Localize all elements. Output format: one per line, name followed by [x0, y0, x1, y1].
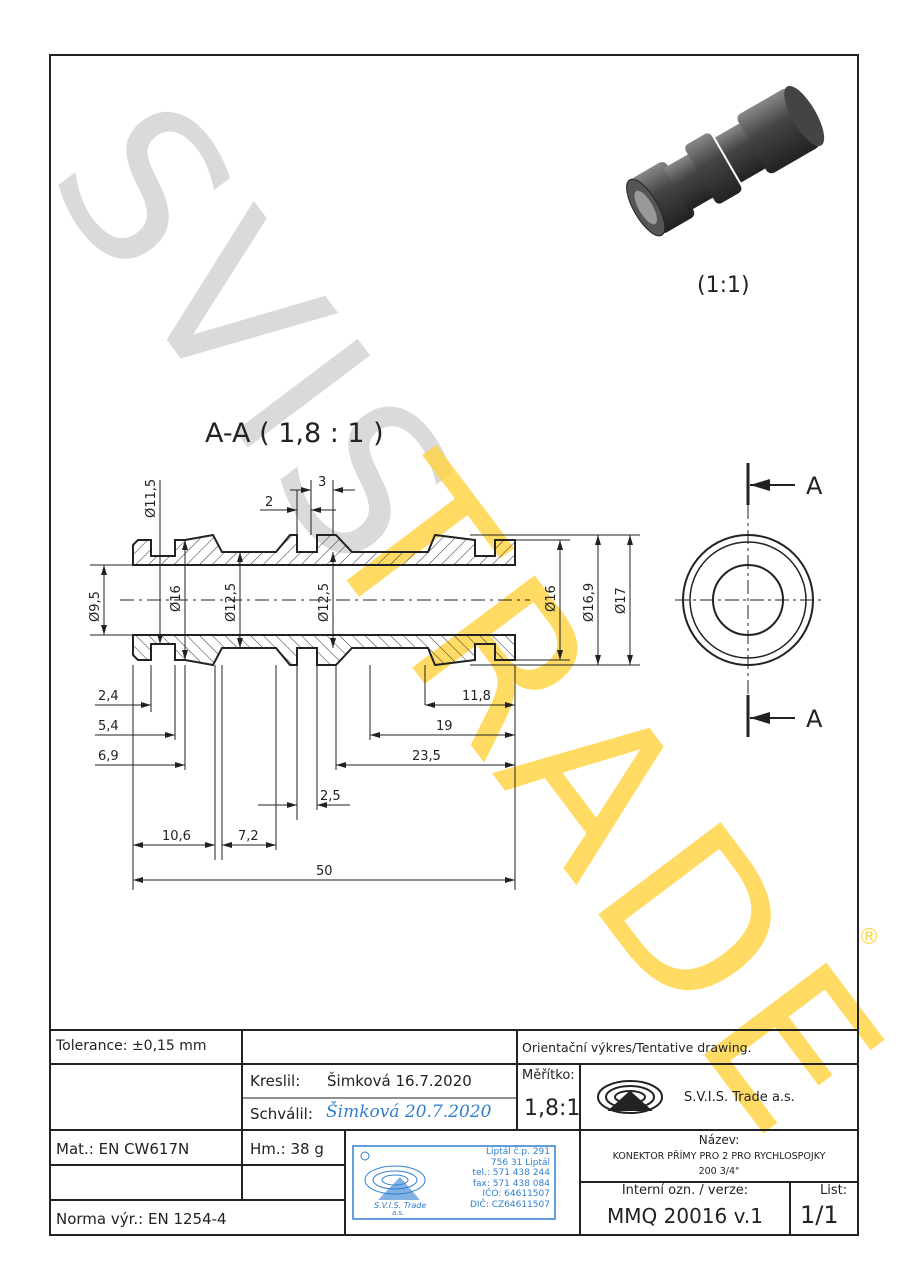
stamp-company-suffix: a.s.	[392, 1209, 405, 1217]
dim-d9-5: Ø9,5	[88, 591, 103, 622]
dim-l11-8: 11,8	[462, 689, 491, 704]
scale-value: 1,8:1	[524, 1096, 581, 1121]
stamp-company: S.V.I.S. Trade	[374, 1201, 427, 1210]
tolerance: Tolerance: ±0,15 mm	[56, 1038, 207, 1054]
internal-label: Interní ozn. / verze:	[621, 1183, 749, 1198]
dim-l5-4: 5,4	[98, 719, 119, 734]
render-scale-label: (1:1)	[697, 273, 750, 298]
title-block-grid	[50, 1029, 858, 1235]
dim-d16-right: Ø16	[544, 585, 559, 612]
length-dimensions	[95, 665, 516, 890]
name-label: Název:	[698, 1133, 740, 1147]
part-3d-render	[626, 85, 825, 237]
scale-label: Měřítko:	[522, 1068, 575, 1083]
company-name: S.V.I.S. Trade a.s.	[684, 1090, 795, 1105]
end-view	[675, 463, 822, 737]
dim-l19: 19	[436, 719, 453, 734]
dim-w2: 2	[265, 495, 273, 510]
company-logo	[597, 1080, 663, 1114]
dim-d12-5-a: Ø12,5	[224, 583, 239, 622]
part-section-view	[120, 533, 530, 667]
standard: Norma výr.: EN 1254-4	[56, 1210, 227, 1228]
stamp-address: Liptál č.p. 291 756 31 Liptál tel.: 571 …	[440, 1147, 550, 1210]
name-line1: KONEKTOR PŘÍMY PRO 2 PRO RYCHLOSPOJKY	[612, 1151, 826, 1162]
section-title: A-A ( 1,8 : 1 )	[205, 418, 384, 449]
stamp-ico: IČO: 64611507	[482, 1189, 550, 1199]
approved-signature: Šimková 20.7.2020	[326, 1102, 492, 1122]
watermark-registered: ®	[858, 925, 880, 950]
drawn-by-label: Kreslil:	[250, 1072, 301, 1090]
approved-by-label: Schválil:	[250, 1105, 313, 1123]
stamp-address2: 756 31 Liptál	[490, 1157, 550, 1168]
material: Mat.: EN CW617N	[56, 1140, 190, 1158]
dim-l10-6: 10,6	[162, 829, 191, 844]
company-stamp	[352, 1145, 556, 1220]
cut-label-bottom: A	[806, 705, 823, 733]
dim-l23-5: 23,5	[412, 749, 441, 764]
cut-label-top: A	[806, 472, 823, 500]
dim-l2-5: 2,5	[320, 789, 341, 804]
name-line2: 200 3/4"	[698, 1166, 740, 1177]
tentative-note: Orientační výkres/Tentative drawing.	[522, 1040, 752, 1055]
mass: Hm.: 38 g	[250, 1140, 324, 1158]
stamp-dic: DIČ: CZ64611507	[469, 1199, 550, 1210]
section-bottom-half	[132, 634, 516, 667]
stamp-fax: fax: 571 438 084	[472, 1178, 550, 1189]
drawn-by-value: Šimková 16.7.2020	[327, 1072, 472, 1090]
dim-w3: 3	[318, 475, 326, 490]
section-top-half	[132, 533, 516, 566]
stamp-address1: Liptál č.p. 291	[485, 1147, 550, 1157]
dim-d12-5-b: Ø12,5	[317, 583, 332, 622]
dim-d16-left: Ø16	[169, 585, 184, 612]
sheet-value: 1/1	[800, 1201, 839, 1229]
sheet-label: List:	[820, 1183, 848, 1198]
internal-value: MMQ 20016 v.1	[607, 1204, 763, 1228]
dim-l7-2: 7,2	[238, 829, 259, 844]
stamp-tel: tel.: 571 438 244	[472, 1168, 550, 1178]
dim-l50: 50	[316, 864, 333, 879]
diameter-dimensions	[90, 480, 640, 666]
drawing-frame	[49, 54, 859, 1236]
dim-d11-5: Ø11,5	[144, 479, 159, 518]
dim-d16-9: Ø16,9	[582, 583, 597, 622]
dim-l6-9: 6,9	[98, 749, 119, 764]
dim-d17: Ø17	[614, 587, 629, 614]
dim-l2-4: 2,4	[98, 689, 119, 704]
